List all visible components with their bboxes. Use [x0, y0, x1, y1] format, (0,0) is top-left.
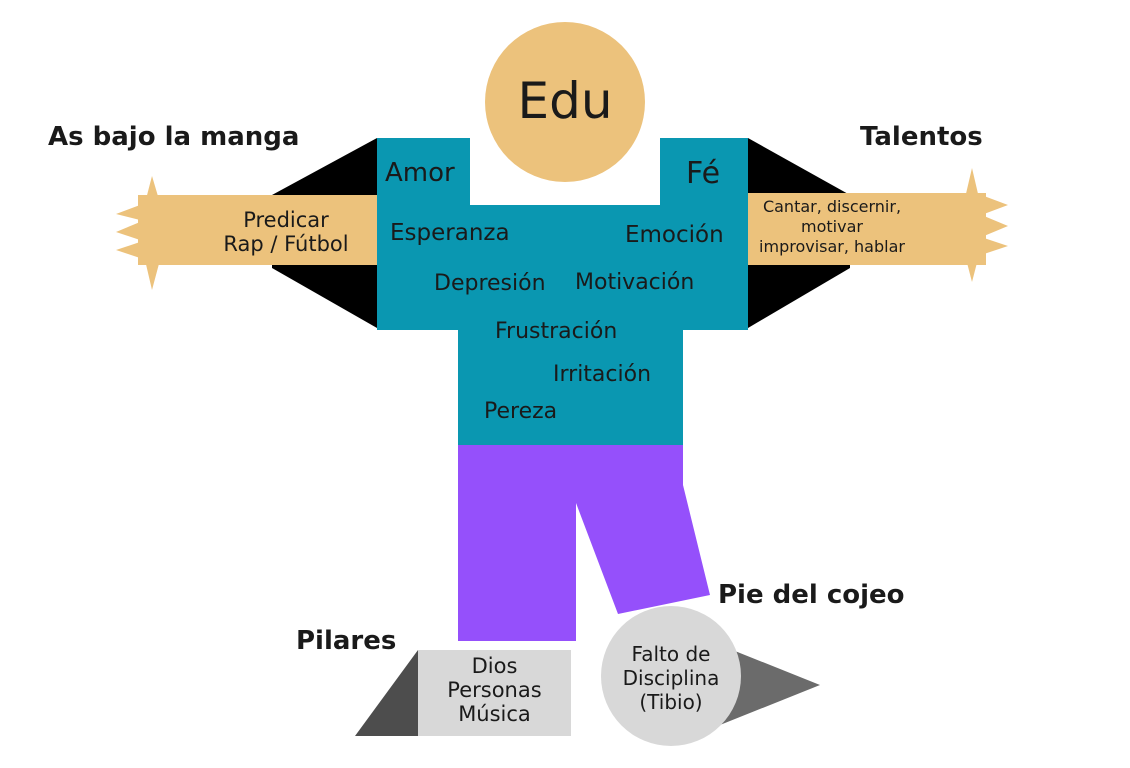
pillar-item: Dios: [471, 654, 518, 678]
torso-word-irritacion: Irritación: [553, 362, 652, 387]
torso-word-motivacion: Motivación: [575, 270, 695, 295]
pillars-wedge: [355, 650, 418, 736]
foot-title: Pie del cojeo: [718, 580, 905, 610]
torso-word-amor: Amor: [385, 158, 455, 188]
right-arm: [748, 168, 1008, 282]
pillar-item: Personas: [447, 678, 542, 702]
foot-text: Falto de Disciplina (Tibio): [606, 642, 736, 714]
pillars-text: Dios Personas Música: [418, 654, 571, 726]
right-arm-text: Cantar, discernir, motivar improvisar, h…: [752, 197, 912, 257]
right-arm-title: Talentos: [860, 122, 983, 152]
pants: [458, 445, 710, 641]
pillars-box: [418, 650, 571, 736]
right-arm-line: improvisar, hablar: [759, 237, 905, 256]
left-arm-line: Predicar: [243, 208, 329, 232]
right-arm-line: motivar: [801, 217, 863, 236]
torso-word-emocion: Emoción: [625, 222, 724, 248]
left-arm-title: As bajo la manga: [48, 122, 300, 152]
foot-line: Disciplina: [622, 666, 720, 690]
foot-line: Falto de: [631, 642, 711, 666]
left-arm: [116, 176, 378, 290]
foot-line: (Tibio): [639, 690, 703, 714]
torso: [377, 138, 748, 445]
torso-word-frustracion: Frustración: [495, 319, 618, 344]
torso-word-esperanza: Esperanza: [390, 220, 510, 246]
head-name: Edu: [517, 72, 613, 130]
torso-word-depresion: Depresión: [434, 271, 546, 296]
head-circle: [485, 22, 645, 182]
left-arm-text: Predicar Rap / Fútbol: [196, 208, 376, 256]
left-arm-line: Rap / Fútbol: [223, 232, 349, 256]
torso-word-pereza: Pereza: [484, 399, 558, 424]
foot-circle: [601, 606, 741, 746]
pillar-item: Música: [458, 702, 531, 726]
right-arm-line: Cantar, discernir,: [762, 197, 902, 216]
pillars-title: Pilares: [296, 626, 397, 656]
torso-word-fe: Fé: [686, 156, 721, 191]
